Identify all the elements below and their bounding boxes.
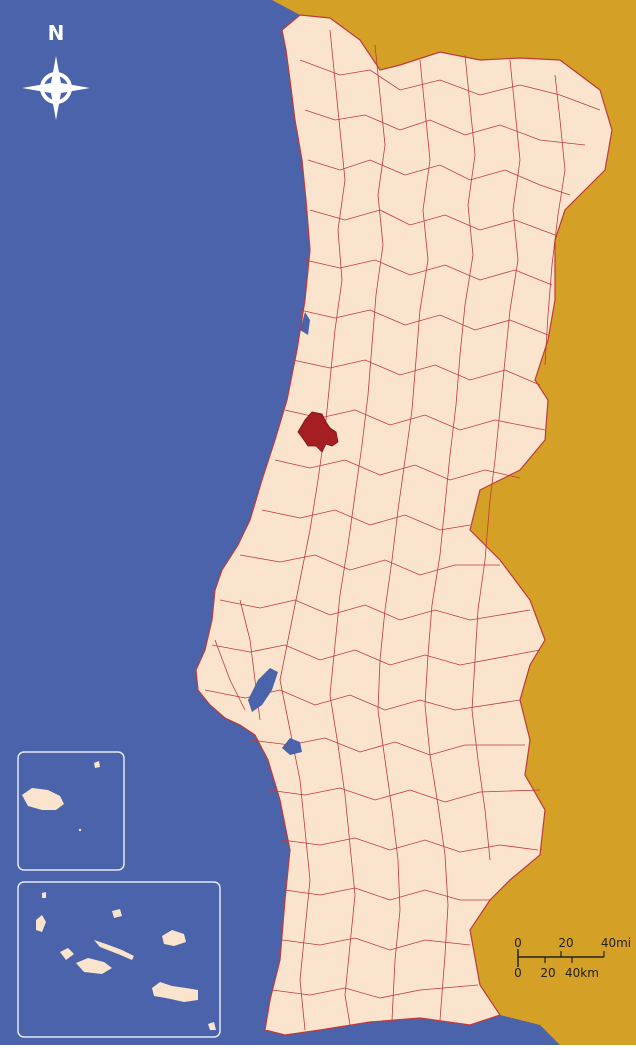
desertas-islet — [78, 828, 82, 832]
sao-jorge-island — [94, 940, 134, 960]
scale-km-20: 20 — [540, 966, 555, 980]
compass-rose-icon — [22, 56, 90, 120]
madeira-inset-frame — [17, 751, 125, 871]
terceira-island — [162, 930, 186, 946]
azores-inset-frame — [17, 881, 221, 1038]
compass-rose: N — [22, 21, 90, 120]
compass-north-label: N — [48, 21, 65, 45]
municipality-borders — [204, 29, 601, 1031]
scale-mi-0: 0 — [514, 936, 522, 950]
faial-island — [60, 948, 74, 960]
graciosa-island — [112, 909, 122, 918]
santa-maria-island — [208, 1022, 216, 1030]
madeira-island — [22, 788, 64, 810]
tagus-estuary — [248, 668, 278, 712]
madeira-inset — [17, 751, 125, 871]
corvo-island — [42, 892, 46, 898]
scale-bar: 0 20 40mi 0 20 40km — [514, 936, 631, 980]
porto-santo-island — [94, 761, 100, 768]
sado-estuary — [282, 738, 302, 755]
scale-mi-20: 20 — [558, 936, 573, 950]
spain-region — [272, 0, 636, 1045]
scale-km-0: 0 — [514, 966, 522, 980]
flores-island — [36, 915, 46, 932]
scale-mi-40: 40mi — [601, 936, 631, 950]
scale-km-40: 40km — [565, 966, 599, 980]
pico-island — [76, 958, 112, 974]
azores-inset — [17, 881, 221, 1038]
lagoon-aveiro — [300, 312, 310, 335]
sao-miguel-island — [152, 982, 198, 1002]
highlighted-municipality[interactable] — [297, 411, 339, 453]
